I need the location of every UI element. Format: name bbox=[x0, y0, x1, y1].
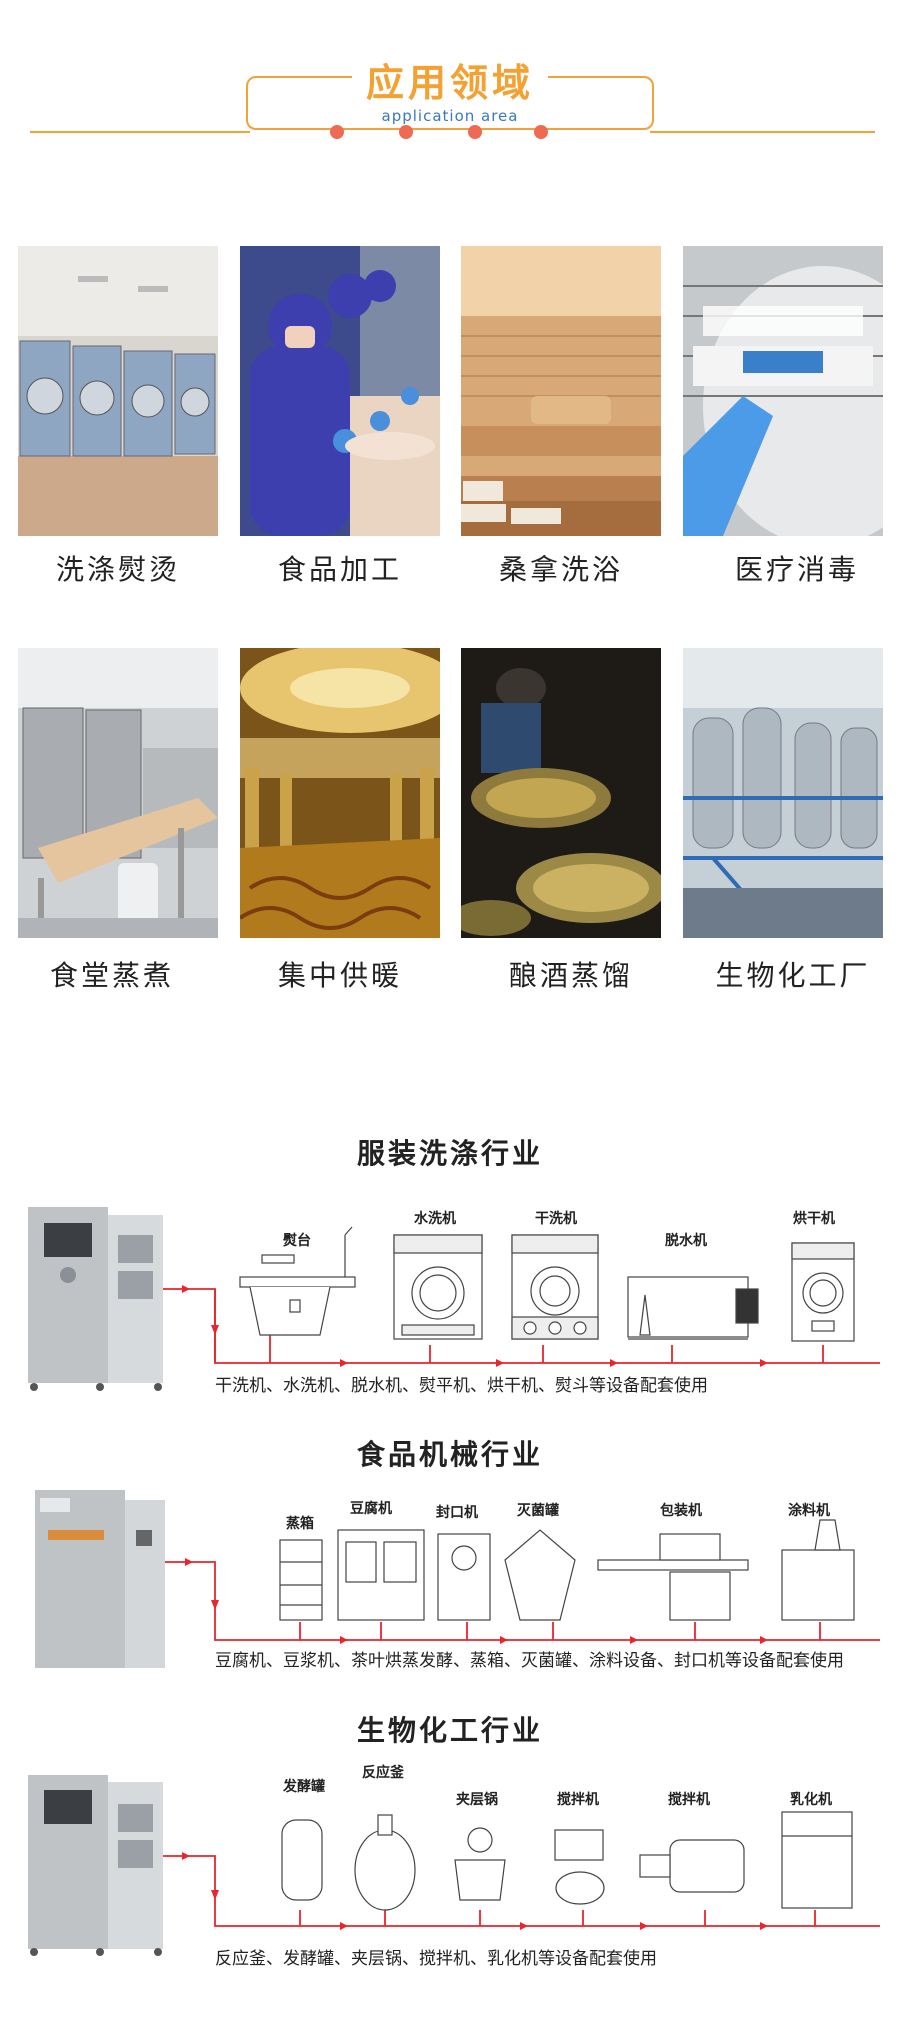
machine-label: 乳化机 bbox=[790, 1792, 832, 1808]
industry-title: 服装洗涤行业 bbox=[356, 1137, 543, 1170]
steam-generator-icon bbox=[28, 1207, 163, 1391]
machine-label: 灭菌罐 bbox=[517, 1503, 559, 1519]
machine-label: 封口机 bbox=[436, 1505, 478, 1521]
jacketed-kettle-icon bbox=[454, 1859, 506, 1901]
application-label: 医疗消毒 bbox=[734, 553, 859, 586]
food-processing-photo bbox=[240, 246, 440, 536]
machine-label: 涂料机 bbox=[788, 1503, 830, 1519]
machine-label: 反应釜 bbox=[362, 1765, 404, 1781]
reactor-icon bbox=[354, 1829, 416, 1911]
steam-generator-icon bbox=[35, 1490, 165, 1668]
header-dot bbox=[534, 125, 548, 139]
machine-label: 发酵罐 bbox=[283, 1779, 325, 1795]
machine-label: 搅拌机 bbox=[668, 1792, 710, 1808]
machine-label: 夹层锅 bbox=[456, 1792, 498, 1808]
canteen-steaming-photo bbox=[18, 648, 218, 938]
coating-machine-icon bbox=[781, 1549, 855, 1621]
laundry-photo bbox=[18, 246, 218, 536]
page-title: 应用领域 bbox=[0, 52, 900, 107]
extractor-machine-icon bbox=[627, 1276, 759, 1340]
emulsifier-icon bbox=[781, 1811, 853, 1909]
brewing-distillation-photo bbox=[461, 648, 661, 938]
steam-generator-icon bbox=[28, 1775, 163, 1956]
steam-cabinet-icon bbox=[279, 1539, 323, 1621]
mixer-icon bbox=[669, 1839, 745, 1893]
industry-usage-text: 干洗机、水洗机、脱水机、熨平机、烘干机、熨斗等设备配套使用 bbox=[215, 1376, 708, 1396]
machine-label: 蒸箱 bbox=[286, 1516, 314, 1532]
machine-label: 烘干机 bbox=[793, 1211, 835, 1227]
central-heating-photo bbox=[240, 648, 440, 938]
machine-label: 熨台 bbox=[283, 1233, 311, 1249]
application-label: 酿酒蒸馏 bbox=[508, 959, 633, 992]
dryer-machine-icon bbox=[791, 1242, 855, 1342]
application-label: 生物化工厂 bbox=[715, 959, 871, 992]
industry-usage-text: 豆腐机、豆浆机、茶叶烘蒸发酵、蒸箱、灭菌罐、涂料设备、封口机等设备配套使用 bbox=[215, 1651, 844, 1671]
medical-sterilization-photo bbox=[683, 246, 883, 536]
page-subtitle: application area bbox=[381, 107, 519, 125]
laundry-industry-diagram bbox=[28, 1207, 880, 1391]
application-label: 食堂蒸煮 bbox=[49, 959, 174, 992]
packaging-machine-icon bbox=[597, 1559, 749, 1571]
washing-machine-icon bbox=[393, 1234, 483, 1340]
header-line-right bbox=[650, 131, 875, 133]
application-label: 集中供暖 bbox=[277, 959, 402, 992]
machine-label: 脱水机 bbox=[665, 1233, 707, 1249]
machine-label: 水洗机 bbox=[414, 1211, 456, 1227]
industry-title: 食品机械行业 bbox=[356, 1438, 543, 1471]
machine-label: 搅拌机 bbox=[557, 1792, 599, 1808]
mixer-icon bbox=[554, 1829, 604, 1861]
machine-label: 豆腐机 bbox=[350, 1501, 392, 1517]
biochemical-plant-photo bbox=[683, 648, 883, 938]
food-industry-diagram bbox=[35, 1490, 880, 1668]
ironing-table-icon bbox=[239, 1226, 356, 1336]
header-dot bbox=[330, 125, 344, 139]
fermentation-tank-icon bbox=[281, 1819, 323, 1901]
header-dot bbox=[399, 125, 413, 139]
sterilization-tank-icon bbox=[504, 1529, 576, 1621]
industry-title: 生物化工行业 bbox=[356, 1714, 543, 1747]
industry-usage-text: 反应釜、发酵罐、夹层锅、搅拌机、乳化机等设备配套使用 bbox=[215, 1949, 657, 1969]
header-line-left bbox=[30, 131, 250, 133]
application-label: 洗涤熨烫 bbox=[55, 553, 180, 586]
dry-cleaning-machine-icon bbox=[511, 1234, 599, 1340]
application-label: 食品加工 bbox=[277, 553, 402, 586]
sauna-photo bbox=[461, 246, 661, 536]
header-dot bbox=[468, 125, 482, 139]
biochemical-industry-diagram bbox=[28, 1775, 880, 1956]
machine-label: 干洗机 bbox=[535, 1211, 577, 1227]
machine-label: 包装机 bbox=[660, 1503, 702, 1519]
application-label: 桑拿洗浴 bbox=[498, 553, 623, 586]
